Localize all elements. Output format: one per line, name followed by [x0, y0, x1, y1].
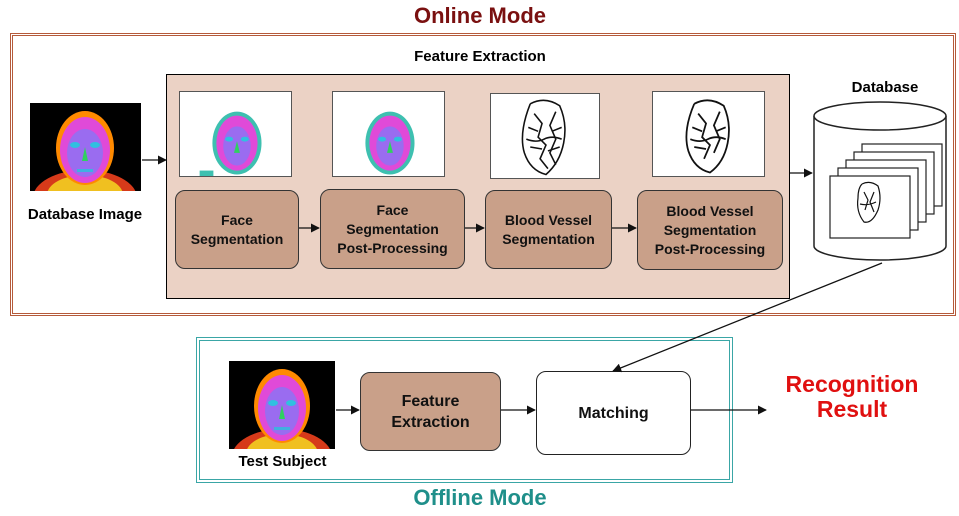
- offline-mode-title: Offline Mode: [413, 485, 547, 510]
- vessel-map-icon: [685, 99, 730, 174]
- vessel-postprocessing-box: Blood Vessel Segmentation Post-Processin…: [637, 190, 783, 270]
- feature-extraction-title: Feature Extraction: [414, 48, 546, 65]
- online-mode-frame: [10, 33, 956, 316]
- online-mode-title: Online Mode: [414, 3, 546, 28]
- thermal-face-icon: [229, 361, 335, 449]
- database-cylinder-icon: [813, 101, 947, 261]
- recognition-result: Recognition Result: [785, 371, 919, 422]
- thermal-face-icon: [30, 103, 141, 191]
- step-1-thumbnail: [179, 91, 292, 177]
- vessel-map-icon: [521, 99, 566, 176]
- database-label: Database: [851, 79, 919, 96]
- database-image: [30, 103, 141, 191]
- matching-box: Matching: [536, 371, 691, 455]
- face-postprocessing-box: Face Segmentation Post-Processing: [320, 189, 465, 269]
- test-subject-label: Test Subject: [238, 453, 327, 470]
- step-2-thumbnail: [332, 91, 445, 177]
- step-4-thumbnail: [652, 91, 765, 177]
- face-segmentation-box: Face Segmentation: [175, 190, 299, 269]
- test-subject-image: [229, 361, 335, 449]
- vessel-segmentation-box: Blood Vessel Segmentation: [485, 190, 612, 269]
- step-3-thumbnail: [490, 93, 600, 179]
- offline-feature-extraction-box: Feature Extraction: [360, 372, 501, 451]
- arrow-database-to-matching: [612, 262, 883, 373]
- segmented-face-icon: [199, 111, 262, 176]
- database-image-label: Database Image: [27, 206, 143, 223]
- segmented-face-icon: [365, 111, 415, 175]
